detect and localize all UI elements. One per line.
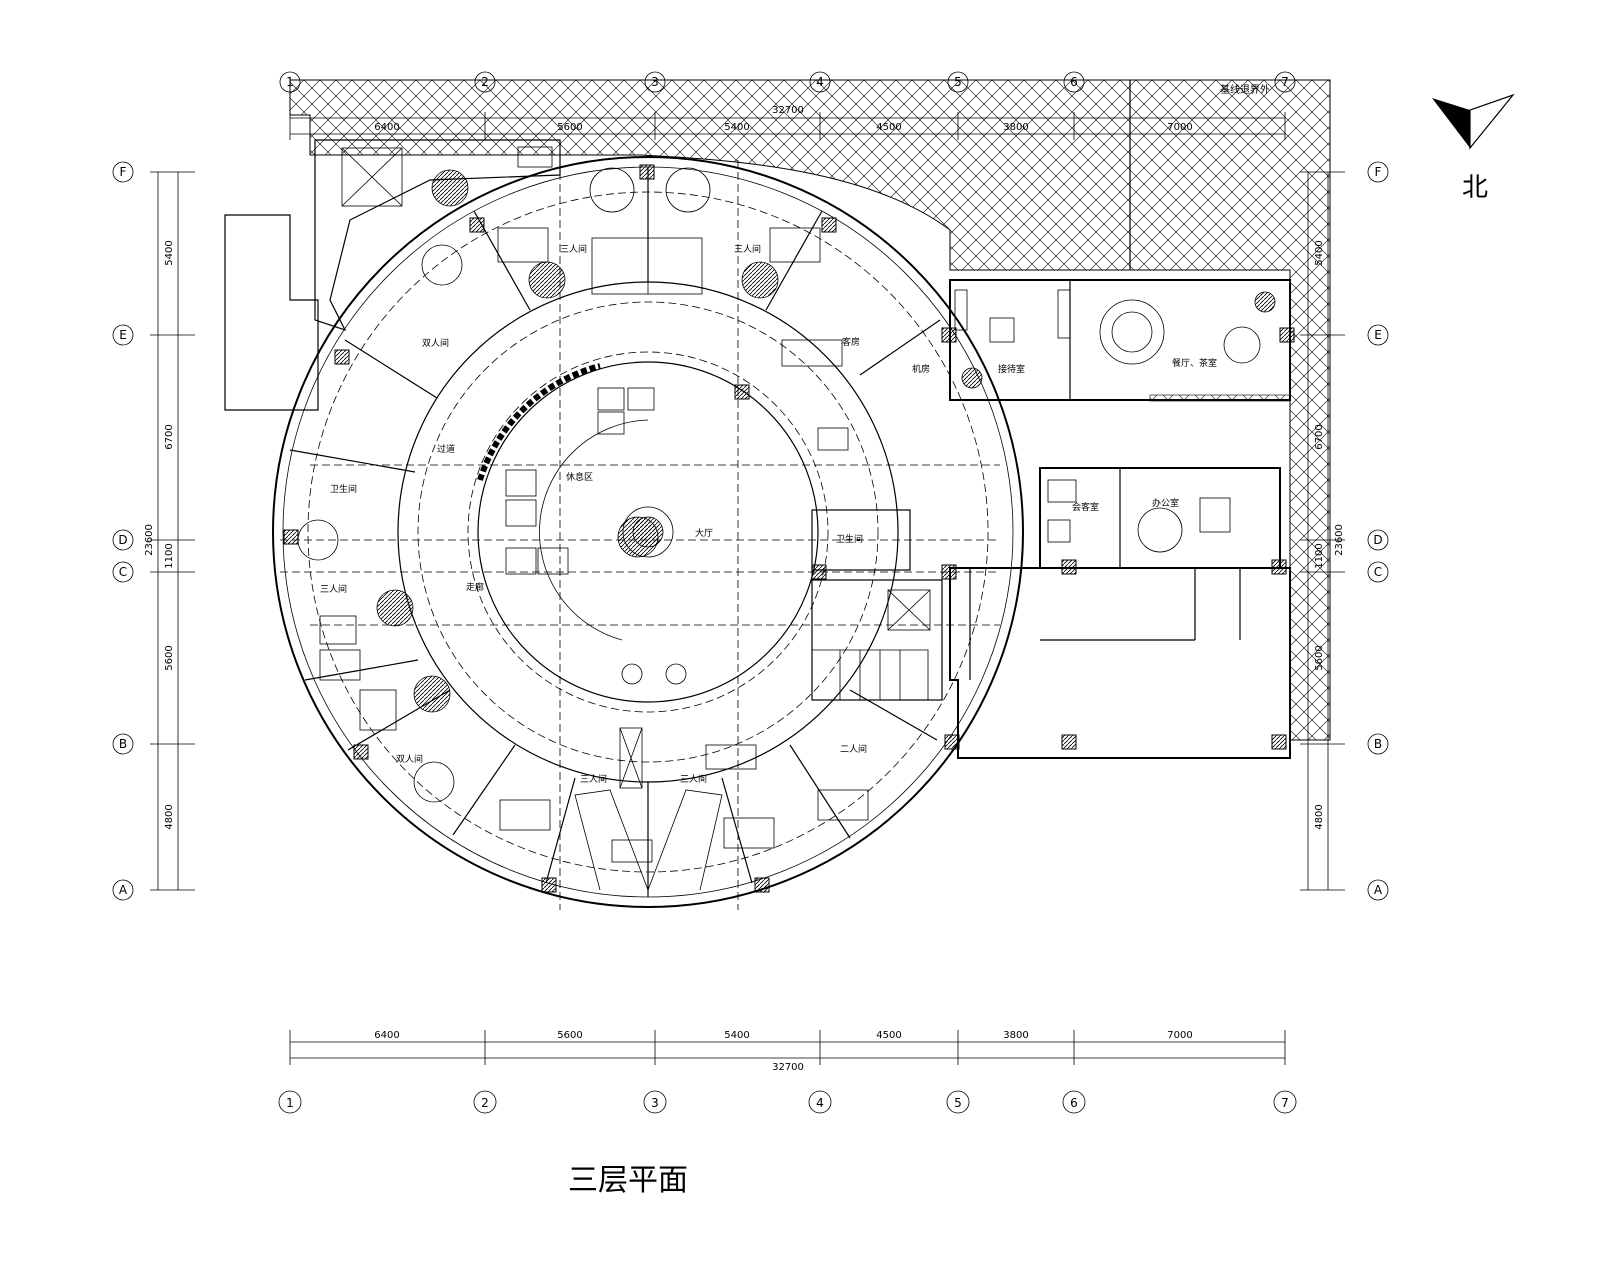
axis-bottom-2: 2 (481, 1096, 489, 1110)
room-double-nw: 双人间 (422, 337, 449, 349)
room-lounge: 会客室 (1072, 501, 1099, 513)
room-double-sw: 双人间 (396, 753, 423, 765)
dim-right-4: 5600 (1314, 645, 1325, 670)
axis-left-D: D (118, 533, 127, 547)
room-dining-tea: 餐厅、茶室 (1172, 357, 1217, 369)
room-triple-n-left: 三人间 (560, 243, 587, 255)
dim-right-5: 4800 (1314, 804, 1325, 829)
bottom-dimension-chain: 6400 5600 5400 4500 3800 7000 32700 (289, 1030, 1286, 1073)
bottom-axis-bubbles: 1 2 3 4 5 6 7 (278, 1090, 1297, 1114)
axis-left-B: B (119, 737, 127, 751)
axis-left-F: F (120, 165, 127, 179)
dim-right-2: 6700 (1314, 424, 1325, 449)
dim-top-2: 5600 (557, 122, 582, 133)
room-office: 办公室 (1152, 497, 1179, 509)
dim-left-5: 4800 (164, 804, 175, 829)
axis-bottom-7: 7 (1281, 1096, 1289, 1110)
north-label: 北 (1462, 173, 1488, 203)
dim-left-total: 23600 (144, 524, 155, 556)
dim-bottom-4: 4500 (876, 1030, 901, 1041)
axis-top-1: 1 (286, 75, 294, 89)
axis-bottom-1: 1 (286, 1096, 294, 1110)
room-reception: 接待室 (998, 363, 1025, 375)
dim-bottom-5: 3800 (1003, 1030, 1028, 1041)
top-dimension-chain: 32700 6400 5600 5400 4500 3800 7000 基线退界… (289, 83, 1286, 140)
axis-right-A: A (1374, 883, 1383, 897)
dim-bottom-3: 5400 (724, 1030, 749, 1041)
room-corridor: 过道 (437, 443, 455, 455)
left-dimension-chain: 5400 6700 1100 5600 4800 23600 (144, 171, 195, 891)
axis-bottom-4: 4 (816, 1096, 824, 1110)
axis-top-3: 3 (651, 75, 659, 89)
room-corridor-w: 走廊 (466, 581, 484, 593)
room-machine: 机房 (912, 363, 930, 375)
axis-left-A: A (119, 883, 128, 897)
room-double-se: 二人间 (840, 743, 867, 755)
site-hatch (289, 79, 1331, 741)
right-axis-bubbles: F E D C B A (1367, 161, 1389, 901)
west-annex (224, 139, 561, 411)
dim-top-6: 7000 (1167, 122, 1192, 133)
axis-bottom-3: 3 (651, 1096, 659, 1110)
room-triple-s-left: 三人间 (580, 773, 607, 785)
dim-top-1: 6400 (374, 122, 399, 133)
dim-bottom-total: 32700 (772, 1062, 804, 1073)
room-triple-n-right: 三人间 (734, 243, 761, 255)
room-toilet-east: 卫生间 (836, 533, 863, 545)
dim-right-3: 1100 (1314, 543, 1325, 568)
axis-left-E: E (119, 328, 127, 342)
left-axis-bubbles: F E D C B A (112, 161, 134, 901)
east-wing (283, 164, 1295, 893)
site-note: 基线退界外 (1220, 83, 1270, 96)
circular-building (272, 156, 1024, 910)
room-triple-s-right: 三人间 (680, 773, 707, 785)
dim-bottom-2: 5600 (557, 1030, 582, 1041)
north-arrow: 北 (1432, 93, 1515, 203)
right-dimension-chain: 5400 6700 1100 5600 4800 23600 (1300, 171, 1345, 891)
dim-top-5: 3800 (1003, 122, 1028, 133)
axis-top-5: 5 (954, 75, 962, 89)
drawing-title: 三层平面 (568, 1163, 688, 1198)
dim-left-1: 5400 (164, 240, 175, 265)
dim-left-4: 5600 (164, 645, 175, 670)
axis-bottom-6: 6 (1070, 1096, 1078, 1110)
top-axis-bubbles: 1 2 3 4 5 6 7 (279, 71, 1296, 93)
dim-right-1: 5400 (1314, 240, 1325, 265)
axis-left-C: C (119, 565, 127, 579)
dim-bottom-6: 7000 (1167, 1030, 1192, 1041)
room-hall: 大厅 (695, 527, 713, 539)
axis-top-2: 2 (481, 75, 489, 89)
room-rest-area: 休息区 (566, 471, 593, 483)
dim-top-total: 32700 (772, 105, 804, 116)
dim-top-3: 5400 (724, 122, 749, 133)
dim-right-total: 23600 (1334, 524, 1345, 556)
room-guest: 客房 (842, 336, 860, 348)
axis-top-7: 7 (1281, 75, 1289, 89)
axis-top-6: 6 (1070, 75, 1078, 89)
axis-right-B: B (1374, 737, 1382, 751)
axis-right-F: F (1375, 165, 1382, 179)
room-labels: 双人间 三人间 三人间 客房 机房 接待室 餐厅、茶室 过道 大厅 休息区 卫生… (320, 243, 1217, 785)
axis-right-D: D (1373, 533, 1382, 547)
dim-top-4: 4500 (876, 122, 901, 133)
dim-bottom-1: 6400 (374, 1030, 399, 1041)
axis-bottom-5: 5 (954, 1096, 962, 1110)
room-toilet-west: 卫生间 (330, 483, 357, 495)
axis-right-C: C (1374, 565, 1382, 579)
dim-left-2: 6700 (164, 424, 175, 449)
axis-right-E: E (1374, 328, 1382, 342)
room-triple-w: 三人间 (320, 583, 347, 595)
dim-left-3: 1100 (164, 543, 175, 568)
axis-top-4: 4 (816, 75, 824, 89)
